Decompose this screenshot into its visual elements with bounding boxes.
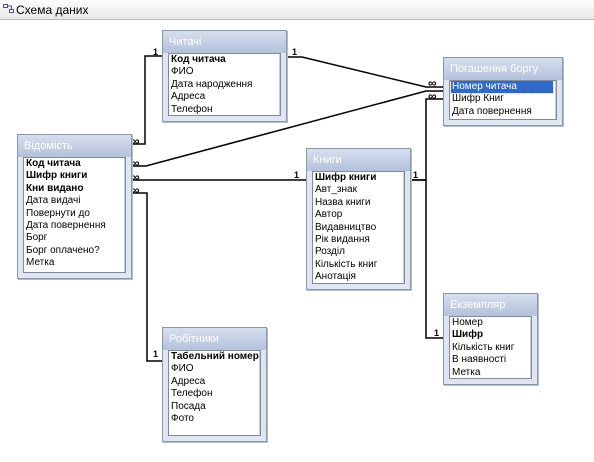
relationship-line-vidomist-robitnyky[interactable] bbox=[131, 192, 163, 362]
cardinality-many-label: ∞ bbox=[131, 170, 140, 184]
cardinality-one-label: 1 bbox=[294, 170, 300, 180]
table-title[interactable]: Екземпляр bbox=[444, 294, 537, 316]
field-item[interactable]: Борг bbox=[26, 232, 48, 244]
field-item[interactable]: Телефон bbox=[171, 103, 213, 115]
relationship-line-vidomist-pogashennya[interactable] bbox=[131, 90, 444, 167]
table-title[interactable]: Читачі bbox=[163, 31, 286, 53]
cardinality-many-label: ∞ bbox=[428, 89, 437, 103]
table-title[interactable]: Погашення боргу bbox=[444, 58, 562, 80]
window-title: Схема даних bbox=[16, 3, 89, 17]
field-item[interactable]: Код читача bbox=[26, 158, 81, 169]
scrollbar[interactable] bbox=[403, 172, 404, 283]
field-item[interactable]: Видавництво bbox=[315, 221, 377, 233]
field-item[interactable]: Повернути до bbox=[26, 207, 90, 219]
relationship-line-knygy-pogashennya[interactable] bbox=[410, 98, 444, 181]
field-item[interactable]: Розділ bbox=[315, 246, 345, 258]
table-pogashennya-borgu[interactable]: Погашення боргу Номер читача Шифр Книг Д… bbox=[443, 57, 563, 126]
table-robitnyky[interactable]: Робітники Табельний номер ФИО Адреса Тел… bbox=[162, 327, 267, 442]
scrollbar[interactable] bbox=[555, 81, 556, 119]
cardinality-many-label: ∞ bbox=[131, 156, 140, 170]
table-knygy[interactable]: Книги Шифр книги Авт_знак Назва книги Ав… bbox=[306, 148, 411, 290]
relationships-canvas[interactable]: ∞ ∞ ∞ ∞ 1 1 ∞ ∞ 1 1 1 1 Читачі Код читач… bbox=[0, 20, 594, 462]
table-title[interactable]: Книги bbox=[307, 149, 410, 171]
field-item[interactable]: Анотація bbox=[315, 271, 356, 283]
field-item[interactable]: ФИО bbox=[171, 363, 194, 375]
field-item[interactable]: Кни видано bbox=[26, 182, 84, 194]
scrollbar[interactable] bbox=[259, 351, 260, 435]
field-item[interactable]: Дата повернення bbox=[452, 105, 532, 117]
field-item[interactable]: Дата народження bbox=[171, 78, 253, 90]
field-item[interactable]: Шифр книги bbox=[315, 172, 377, 183]
cardinality-one-label: 1 bbox=[153, 349, 159, 359]
field-item[interactable]: Автор bbox=[315, 209, 343, 221]
field-item[interactable]: Номер bbox=[452, 317, 483, 328]
table-title[interactable]: Відомість bbox=[18, 135, 131, 157]
window-titlebar: Схема даних bbox=[0, 0, 594, 20]
field-item[interactable]: Код читача bbox=[171, 54, 226, 65]
cardinality-one-label: 1 bbox=[413, 170, 419, 180]
field-list[interactable]: Код читача ФИО Дата народження Адреса Те… bbox=[168, 53, 281, 116]
scrollbar[interactable] bbox=[530, 317, 531, 378]
field-item[interactable]: Посада bbox=[171, 400, 206, 412]
cardinality-one-label: 1 bbox=[153, 47, 159, 57]
cardinality-many-label: ∞ bbox=[428, 76, 437, 90]
field-item[interactable]: Борг оплачено? bbox=[26, 244, 100, 256]
field-list[interactable]: Шифр книги Авт_знак Назва книги Автор Ви… bbox=[312, 171, 405, 284]
field-list[interactable]: Номер читача Шифр Книг Дата повернення bbox=[449, 80, 557, 120]
field-list[interactable]: Код читача Шифр книги Кни видано Дата ви… bbox=[23, 157, 126, 273]
field-item[interactable]: Шифр bbox=[452, 329, 484, 341]
field-item[interactable]: Кількість книг bbox=[315, 258, 378, 270]
field-list[interactable]: Табельний номер ФИО Адреса Телефон Посад… bbox=[168, 350, 261, 436]
cardinality-one-label: 1 bbox=[292, 47, 298, 57]
field-item[interactable]: Адреса bbox=[171, 375, 206, 387]
field-item-selected[interactable]: Номер читача bbox=[450, 81, 554, 95]
field-item[interactable]: Дата повернення bbox=[26, 219, 106, 231]
table-vidomist[interactable]: Відомість Код читача Шифр книги Кни вида… bbox=[17, 134, 132, 279]
field-item[interactable]: Метка bbox=[452, 366, 481, 378]
field-item[interactable]: Метка bbox=[26, 257, 55, 269]
field-item[interactable]: Авт_знак bbox=[315, 184, 357, 196]
field-item[interactable]: Кількість книг bbox=[452, 341, 515, 353]
field-item[interactable]: Назва книги bbox=[315, 196, 371, 208]
field-item[interactable]: Адреса bbox=[171, 91, 206, 103]
field-item[interactable]: ФИО bbox=[171, 66, 194, 78]
cardinality-many-label: ∞ bbox=[131, 134, 140, 148]
field-item[interactable]: Телефон bbox=[171, 388, 213, 400]
field-item[interactable]: Фото bbox=[171, 412, 194, 424]
table-chitachi[interactable]: Читачі Код читача ФИО Дата народження Ад… bbox=[162, 30, 287, 122]
field-item[interactable]: Дата видачі bbox=[26, 195, 81, 207]
scrollbar[interactable] bbox=[124, 158, 125, 272]
relationship-line-chitachi-pogashennya[interactable] bbox=[287, 56, 444, 88]
field-item[interactable]: Табельний номер bbox=[171, 351, 259, 362]
relationships-icon bbox=[3, 4, 14, 13]
field-item[interactable]: Шифр Книг bbox=[452, 93, 504, 105]
field-item[interactable]: Рік видання bbox=[315, 233, 370, 245]
field-item[interactable]: Шифр книги bbox=[26, 170, 88, 182]
relationship-lines bbox=[131, 55, 444, 362]
table-ekzemplyar[interactable]: Екземпляр Номер Шифр Кількість книг В на… bbox=[443, 293, 538, 385]
field-item[interactable]: В наявності bbox=[452, 354, 507, 366]
cardinality-many-label: ∞ bbox=[131, 183, 140, 197]
table-title[interactable]: Робітники bbox=[163, 328, 266, 350]
scrollbar[interactable] bbox=[279, 54, 280, 115]
cardinality-one-label: 1 bbox=[434, 328, 440, 338]
relationship-line-knygy-ekzemplyar[interactable] bbox=[410, 179, 444, 339]
field-list[interactable]: Номер Шифр Кількість книг В наявності Ме… bbox=[449, 316, 532, 379]
relationship-line-vidomist-chitachi[interactable] bbox=[131, 55, 163, 145]
